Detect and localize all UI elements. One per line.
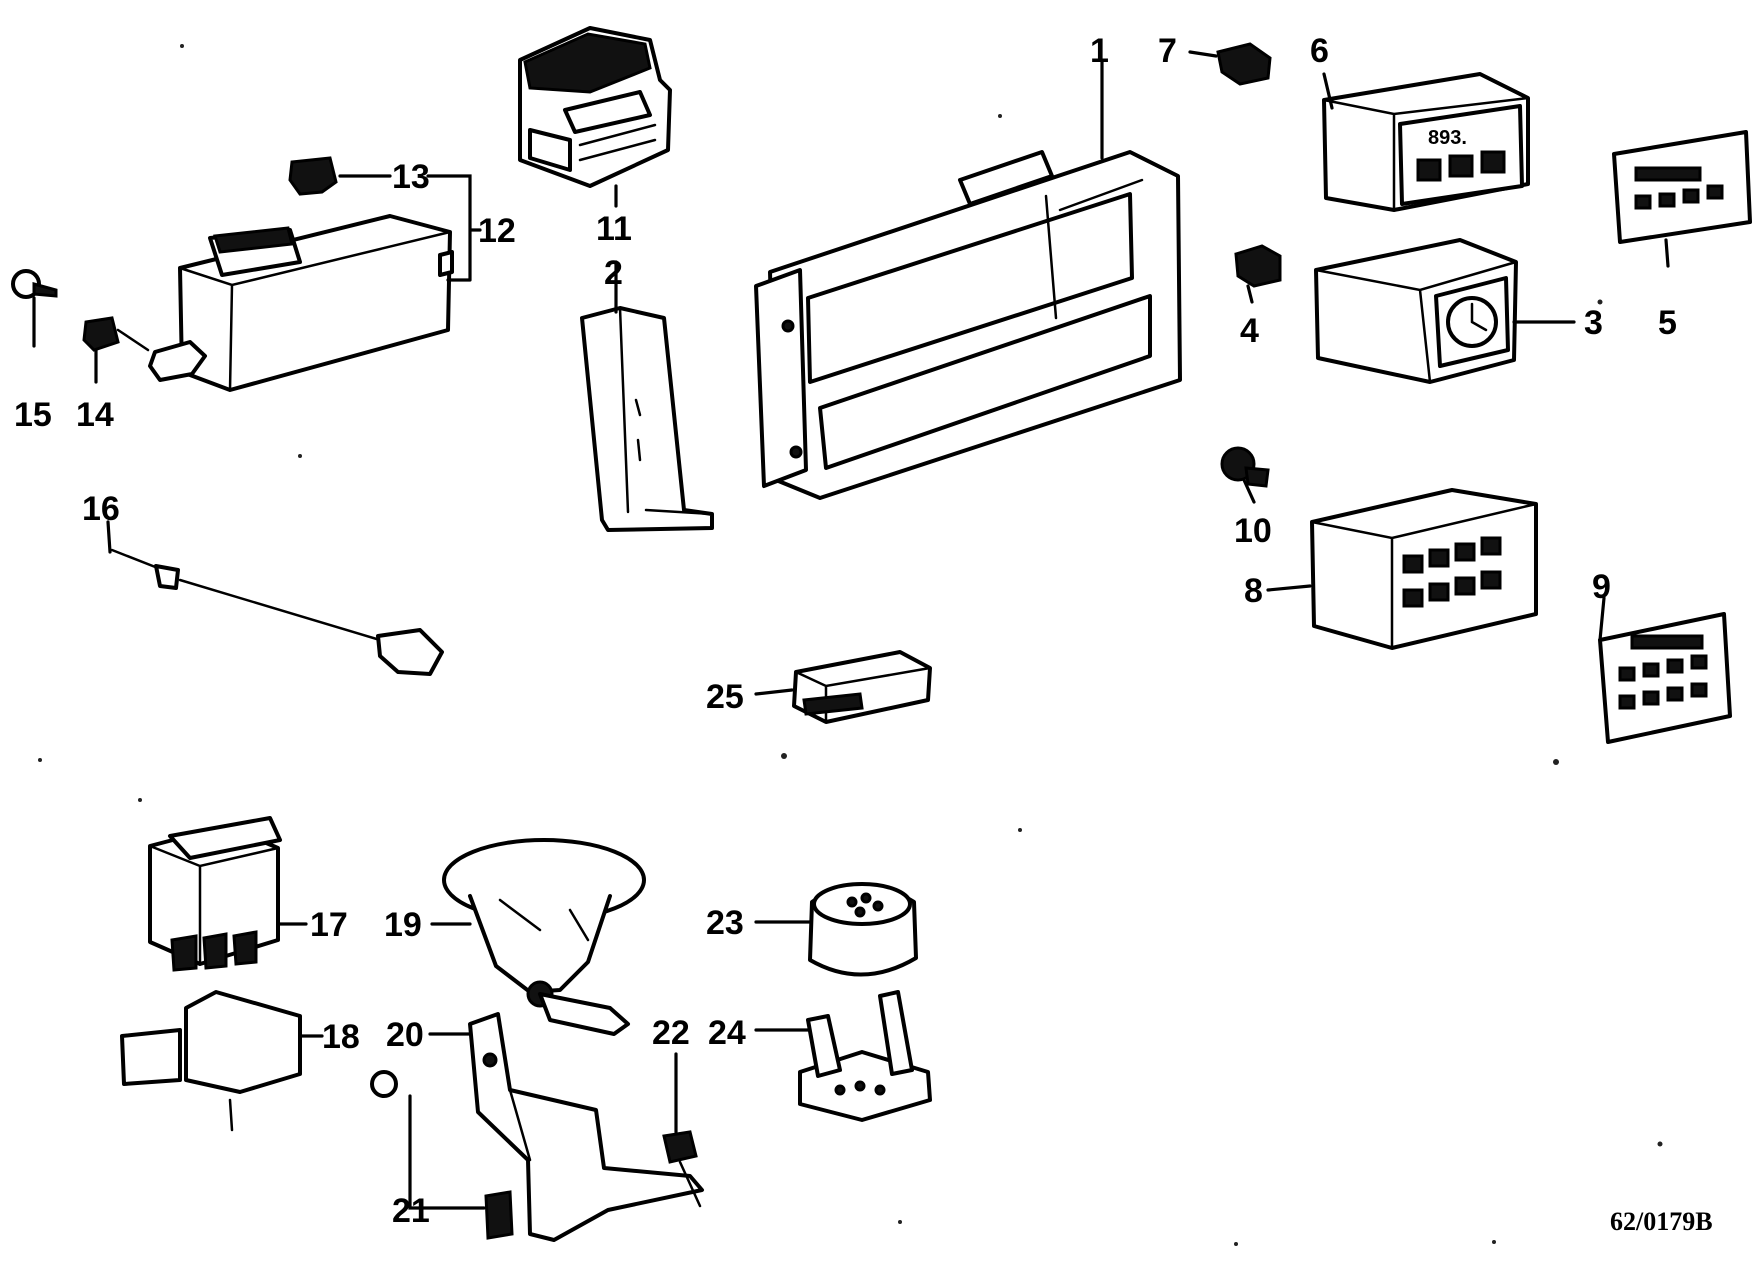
callout-8: 8 — [1244, 572, 1263, 610]
part-8-radio-unit — [1310, 488, 1538, 650]
callout-21: 21 — [392, 1192, 430, 1230]
callout-22: 22 — [652, 1014, 690, 1052]
part-13-fuse — [288, 156, 338, 196]
callout-9: 9 — [1592, 568, 1611, 606]
callout-23: 23 — [706, 904, 744, 942]
callout-1: 1 — [1090, 32, 1109, 70]
leader-lines — [32, 50, 1670, 1210]
callout-labels: 1 7 6 3 5 4 10 8 9 2 11 13 12 15 14 16 2… — [14, 32, 1677, 1230]
callout-10: 10 — [1234, 512, 1272, 550]
part-10-plug — [1220, 446, 1270, 488]
callout-13: 13 — [392, 158, 430, 196]
callout-25: 25 — [706, 678, 744, 716]
figure-reference: 62/0179B — [1610, 1207, 1713, 1236]
callout-11: 11 — [596, 210, 632, 248]
part-12-control-unit — [148, 214, 454, 392]
part-21-nut — [370, 1070, 514, 1240]
callout-4: 4 — [1240, 312, 1259, 350]
part-24-bracket — [798, 990, 932, 1122]
display-readout: 893. — [1428, 127, 1467, 149]
part-4-plug — [1234, 244, 1282, 288]
part-14-clip — [82, 316, 150, 352]
part-1-mounting-frame — [754, 150, 1182, 500]
part-18-relay-bracket — [120, 990, 302, 1132]
callout-5: 5 — [1658, 304, 1677, 342]
part-5-front-panel — [1612, 130, 1752, 244]
callout-12: 12 — [478, 212, 516, 250]
part-23-connector — [808, 882, 918, 977]
part-19-horn — [442, 838, 646, 1036]
callout-7: 7 — [1158, 32, 1177, 70]
part-7-plug — [1216, 42, 1272, 86]
callout-18: 18 — [322, 1018, 360, 1056]
part-6-radio-unit: 893. — [1322, 72, 1530, 212]
callout-6: 6 — [1310, 32, 1329, 70]
callout-14: 14 — [76, 396, 114, 434]
part-16-antenna-cable — [110, 548, 444, 676]
part-3-clock-unit — [1314, 238, 1518, 384]
part-17-relay — [148, 816, 282, 972]
callout-17: 17 — [310, 906, 348, 944]
part-2-sleeve — [580, 306, 714, 532]
part-11-connector-housing — [518, 26, 672, 188]
part-20-horn-bracket — [468, 1012, 704, 1242]
callout-20: 20 — [386, 1016, 424, 1054]
part-15-screw — [11, 269, 58, 299]
part-25-module — [792, 650, 932, 724]
callout-19: 19 — [384, 906, 422, 944]
part-22-bolt — [662, 1130, 702, 1208]
part-9-front-panel — [1598, 612, 1732, 744]
callout-16: 16 — [82, 490, 120, 528]
callout-24: 24 — [708, 1014, 746, 1052]
callout-2: 2 — [604, 254, 623, 292]
callout-15: 15 — [14, 396, 52, 434]
scan-noise — [38, 44, 1663, 1246]
callout-3: 3 — [1584, 304, 1603, 342]
